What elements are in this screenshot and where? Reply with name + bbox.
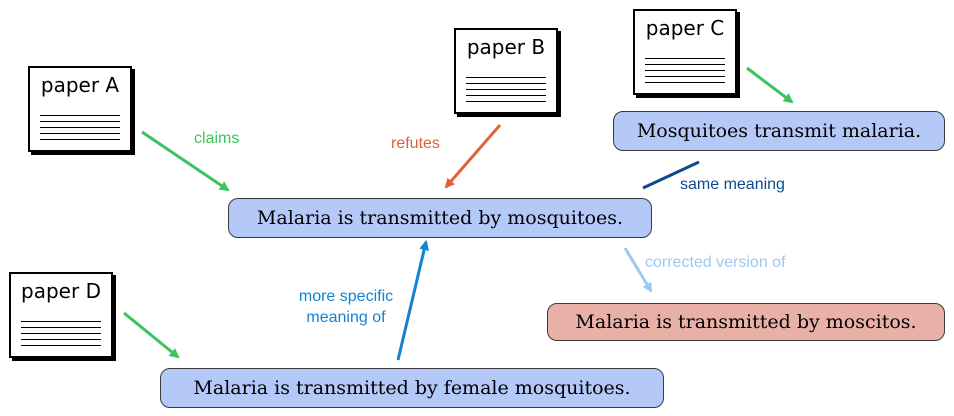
label-claims: claims [194,130,240,147]
arrow-more-specific [396,240,430,361]
label-more-specific-line2: meaning of [306,309,386,326]
claim-main: Malaria is transmitted by mosquitoes. [228,198,652,238]
paper-b-text-lines [466,72,546,102]
paper-d: paper D [9,272,113,358]
arrow-paper-d-claims [123,311,180,359]
paper-c-title: paper C [645,16,725,40]
paper-d-title: paper D [21,279,101,303]
claim-mosquitoes-transmit: Mosquitoes transmit malaria. [613,111,945,151]
label-more-specific-line1: more specific [298,288,394,305]
paper-c: paper C [633,9,737,95]
claim-female-mosquitoes: Malaria is transmitted by female mosquit… [160,368,664,408]
paper-c-text-lines [645,53,725,83]
arrow-paper-b-refutes [444,124,502,189]
line-same-meaning [642,160,700,190]
paper-b-title: paper B [466,35,546,59]
arrow-paper-a-claims [141,130,230,192]
label-corrected-version: corrected version of [645,254,786,271]
claim-moscitos: Malaria is transmitted by moscitos. [547,303,945,341]
label-same-meaning: same meaning [680,176,785,193]
label-refutes: refutes [391,135,440,152]
label-more-specific: more specific meaning of [288,286,404,328]
paper-a-title: paper A [40,73,120,97]
arrow-corrected-version [623,247,653,293]
paper-d-text-lines [21,316,101,346]
paper-a: paper A [28,66,132,152]
paper-a-text-lines [40,110,120,140]
paper-b: paper B [454,28,558,114]
arrow-paper-c-claims [746,66,794,104]
